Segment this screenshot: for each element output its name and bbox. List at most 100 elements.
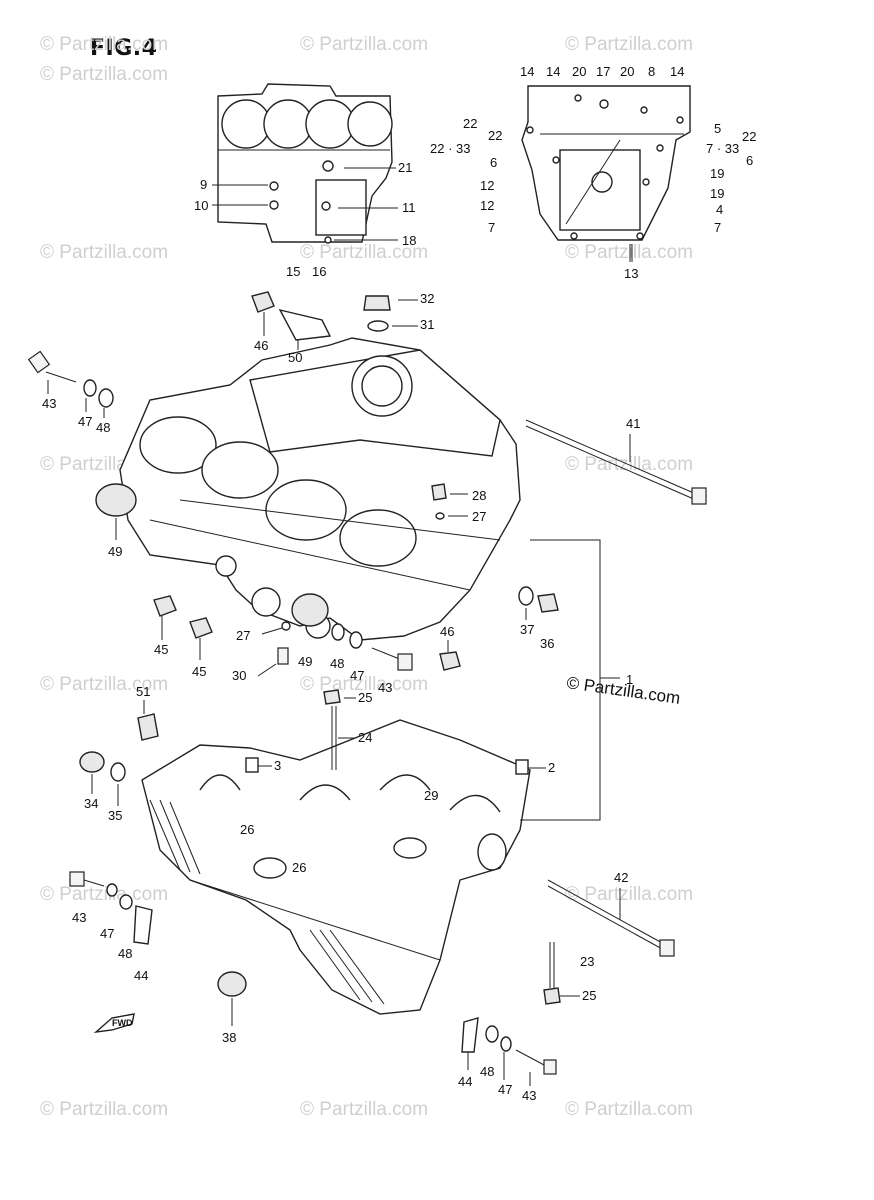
part-label: 27 bbox=[472, 509, 486, 524]
small-parts bbox=[27, 291, 707, 1075]
lower-case-bottom-view bbox=[521, 85, 691, 262]
part-label: 36 bbox=[540, 636, 554, 651]
part-label: 28 bbox=[472, 488, 486, 503]
watermark-layer: © Partzilla.com © Partzilla.com © Partzi… bbox=[40, 34, 693, 1120]
part-label: 14 bbox=[520, 64, 534, 79]
part-label: 20 bbox=[620, 64, 634, 79]
watermark: © Partzilla.com bbox=[40, 674, 168, 695]
part-label: 22 bbox=[463, 116, 477, 131]
part-label: 27 bbox=[236, 628, 250, 643]
part-label: 12 bbox=[480, 178, 494, 193]
lower-crankcase bbox=[141, 719, 531, 1015]
part-label: 43 bbox=[72, 910, 86, 925]
part-label: 35 bbox=[108, 808, 122, 823]
part-label: 47 bbox=[498, 1082, 512, 1097]
part-label: 29 bbox=[424, 788, 438, 803]
part-label: 7 bbox=[488, 220, 495, 235]
part-label: 44 bbox=[458, 1074, 472, 1089]
watermark: © Partzilla.com bbox=[300, 674, 428, 695]
part-label: 5 bbox=[714, 121, 721, 136]
part-label: 46 bbox=[254, 338, 268, 353]
part-label: 22 bbox=[488, 128, 502, 143]
part-label: 3 bbox=[274, 758, 281, 773]
watermark: © Partzilla.com bbox=[565, 242, 693, 263]
part-label: 30 bbox=[232, 668, 246, 683]
part-label: 48 bbox=[96, 420, 110, 435]
part-label: 43 bbox=[378, 680, 392, 695]
part-label: 37 bbox=[520, 622, 534, 637]
part-label: 48 bbox=[118, 946, 132, 961]
part-label: 22 · 33 bbox=[430, 141, 470, 156]
part-label: 46 bbox=[440, 624, 454, 639]
part-label: 18 bbox=[402, 233, 416, 248]
part-label: 32 bbox=[420, 291, 434, 306]
part-label: 11 bbox=[402, 200, 416, 215]
part-label: 42 bbox=[614, 870, 628, 885]
part-label: 43 bbox=[522, 1088, 536, 1103]
part-label: 31 bbox=[420, 317, 434, 332]
part-label: 45 bbox=[154, 642, 168, 657]
part-label: 41 bbox=[626, 416, 640, 431]
part-label: 1 bbox=[626, 672, 633, 687]
watermark: © Partzilla.com bbox=[40, 242, 168, 263]
part-label: 23 bbox=[580, 954, 594, 969]
part-label: 6 bbox=[490, 155, 497, 170]
part-label: 38 bbox=[222, 1030, 236, 1045]
part-label: 34 bbox=[84, 796, 98, 811]
part-label: 43 bbox=[42, 396, 56, 411]
part-label: 45 bbox=[192, 664, 206, 679]
part-label: 51 bbox=[136, 684, 150, 699]
part-label: 7 · 33 bbox=[706, 141, 739, 156]
part-label: 25 bbox=[358, 690, 372, 705]
watermark: © Partzilla.com bbox=[565, 34, 693, 55]
part-label: 6 bbox=[746, 153, 753, 168]
part-label: 2 bbox=[548, 760, 555, 775]
part-label: 47 bbox=[78, 414, 92, 429]
part-label: 9 bbox=[200, 177, 207, 192]
watermark: © Partzilla.com bbox=[300, 1099, 428, 1120]
part-label: 47 bbox=[350, 668, 364, 683]
part-label: 10 bbox=[194, 198, 208, 213]
part-label: 44 bbox=[134, 968, 148, 983]
leader-lines bbox=[47, 139, 633, 1086]
watermark: © Partzilla.com bbox=[565, 1099, 693, 1120]
watermark: © Partzilla.com bbox=[565, 884, 693, 905]
part-label: 49 bbox=[298, 654, 312, 669]
part-label: 22 bbox=[742, 129, 756, 144]
fwd-arrow: FWD bbox=[93, 1013, 135, 1033]
watermark: © Partzilla.com bbox=[40, 34, 168, 55]
part-label: 19 bbox=[710, 186, 724, 201]
part-labels: 14 14 20 17 20 8 14 22 22 22 · 33 6 12 1… bbox=[42, 64, 756, 1103]
part-label: 48 bbox=[480, 1064, 494, 1079]
part-label: 16 bbox=[312, 264, 326, 279]
part-label: 26 bbox=[240, 822, 254, 837]
part-label: 26 bbox=[292, 860, 306, 875]
watermark: © Partzilla.com bbox=[40, 1099, 168, 1120]
watermark: © Partzilla.com bbox=[300, 34, 428, 55]
part-label: 49 bbox=[108, 544, 122, 559]
part-label: 17 bbox=[596, 64, 610, 79]
part-label: 20 bbox=[572, 64, 586, 79]
part-label: 14 bbox=[670, 64, 684, 79]
part-label: 15 bbox=[286, 264, 300, 279]
part-label: 48 bbox=[330, 656, 344, 671]
part-label: 7 bbox=[714, 220, 721, 235]
part-label: 4 bbox=[716, 202, 723, 217]
part-label: 14 bbox=[546, 64, 560, 79]
figure-title: FIG.4 bbox=[90, 36, 158, 61]
part-label: 24 bbox=[358, 730, 372, 745]
watermark: © Partzilla.com bbox=[40, 884, 168, 905]
part-label: 47 bbox=[100, 926, 114, 941]
part-label: 13 bbox=[624, 266, 638, 281]
watermark: © Partzilla.com bbox=[40, 64, 168, 85]
copyright-text: © Partzilla.com bbox=[565, 673, 681, 708]
fwd-label: FWD bbox=[112, 1018, 133, 1028]
watermark: © Partzilla.com bbox=[300, 242, 428, 263]
part-label: 19 bbox=[710, 166, 724, 181]
part-label: 25 bbox=[582, 988, 596, 1003]
upper-case-top-view bbox=[217, 83, 393, 244]
part-label: 21 bbox=[398, 160, 412, 175]
part-label: 8 bbox=[648, 64, 655, 79]
part-label: 12 bbox=[480, 198, 494, 213]
